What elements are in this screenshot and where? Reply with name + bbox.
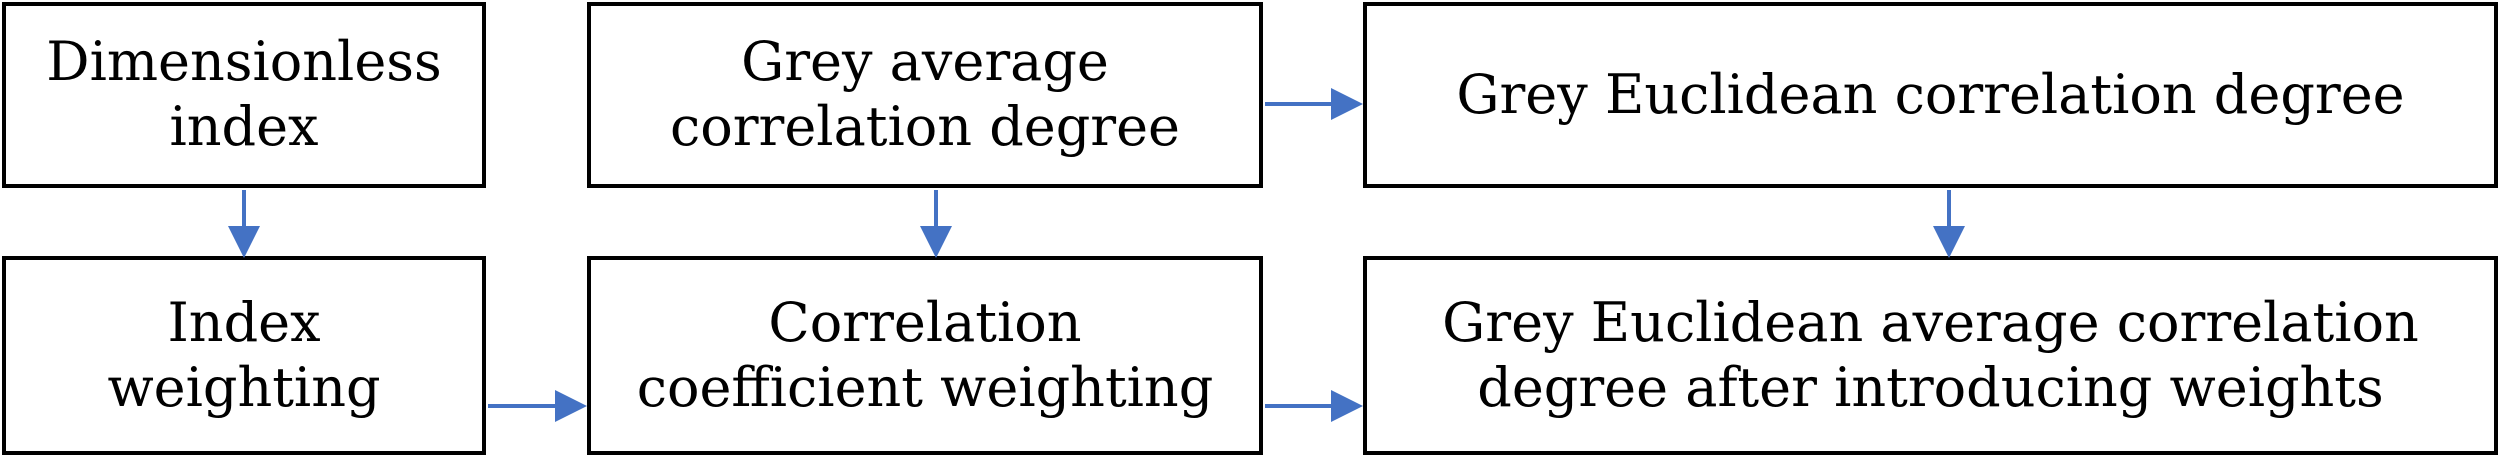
index-weighting-line-1: Index <box>167 290 321 354</box>
correlation-coefficient-weighting-box: Correlation coefficient weighting <box>587 256 1263 455</box>
index-weighting-line-2: weighting <box>107 355 381 419</box>
dimensionless-index-text: Dimensionless index <box>46 30 441 160</box>
grey-euclidean-average-line-2: degree after introducing weights <box>1477 355 2384 419</box>
grey-euclidean-correlation-box: Grey Euclidean correlation degree <box>1363 2 2498 188</box>
grey-average-correlation-box: Grey average correlation degree <box>587 2 1263 188</box>
correlation-coefficient-line-2: coefficient weighting <box>636 355 1214 419</box>
correlation-coefficient-line-1: Correlation <box>768 290 1082 354</box>
correlation-coefficient-weighting-text: Correlation coefficient weighting <box>637 291 1214 421</box>
index-weighting-text: Index weighting <box>107 291 380 421</box>
grey-euclidean-line-1: Grey Euclidean correlation degree <box>1456 62 2405 126</box>
index-weighting-box: Index weighting <box>2 256 486 455</box>
grey-euclidean-average-weighted-text: Grey Euclidean average correlation degre… <box>1442 291 2419 421</box>
grey-average-correlation-text: Grey average correlation degree <box>670 30 1180 160</box>
grey-average-line-2: correlation degree <box>669 95 1181 158</box>
grey-euclidean-average-weighted-box: Grey Euclidean average correlation degre… <box>1363 256 2498 455</box>
grey-euclidean-correlation-text: Grey Euclidean correlation degree <box>1456 63 2404 128</box>
dimensionless-index-line-2: index <box>169 95 319 158</box>
dimensionless-index-box: Dimensionless index <box>2 2 486 188</box>
dimensionless-index-line-1: Dimensionless <box>46 30 442 94</box>
grey-euclidean-average-line-1: Grey Euclidean average correlation <box>1442 290 2419 354</box>
grey-average-line-1: Grey average <box>741 30 1109 94</box>
